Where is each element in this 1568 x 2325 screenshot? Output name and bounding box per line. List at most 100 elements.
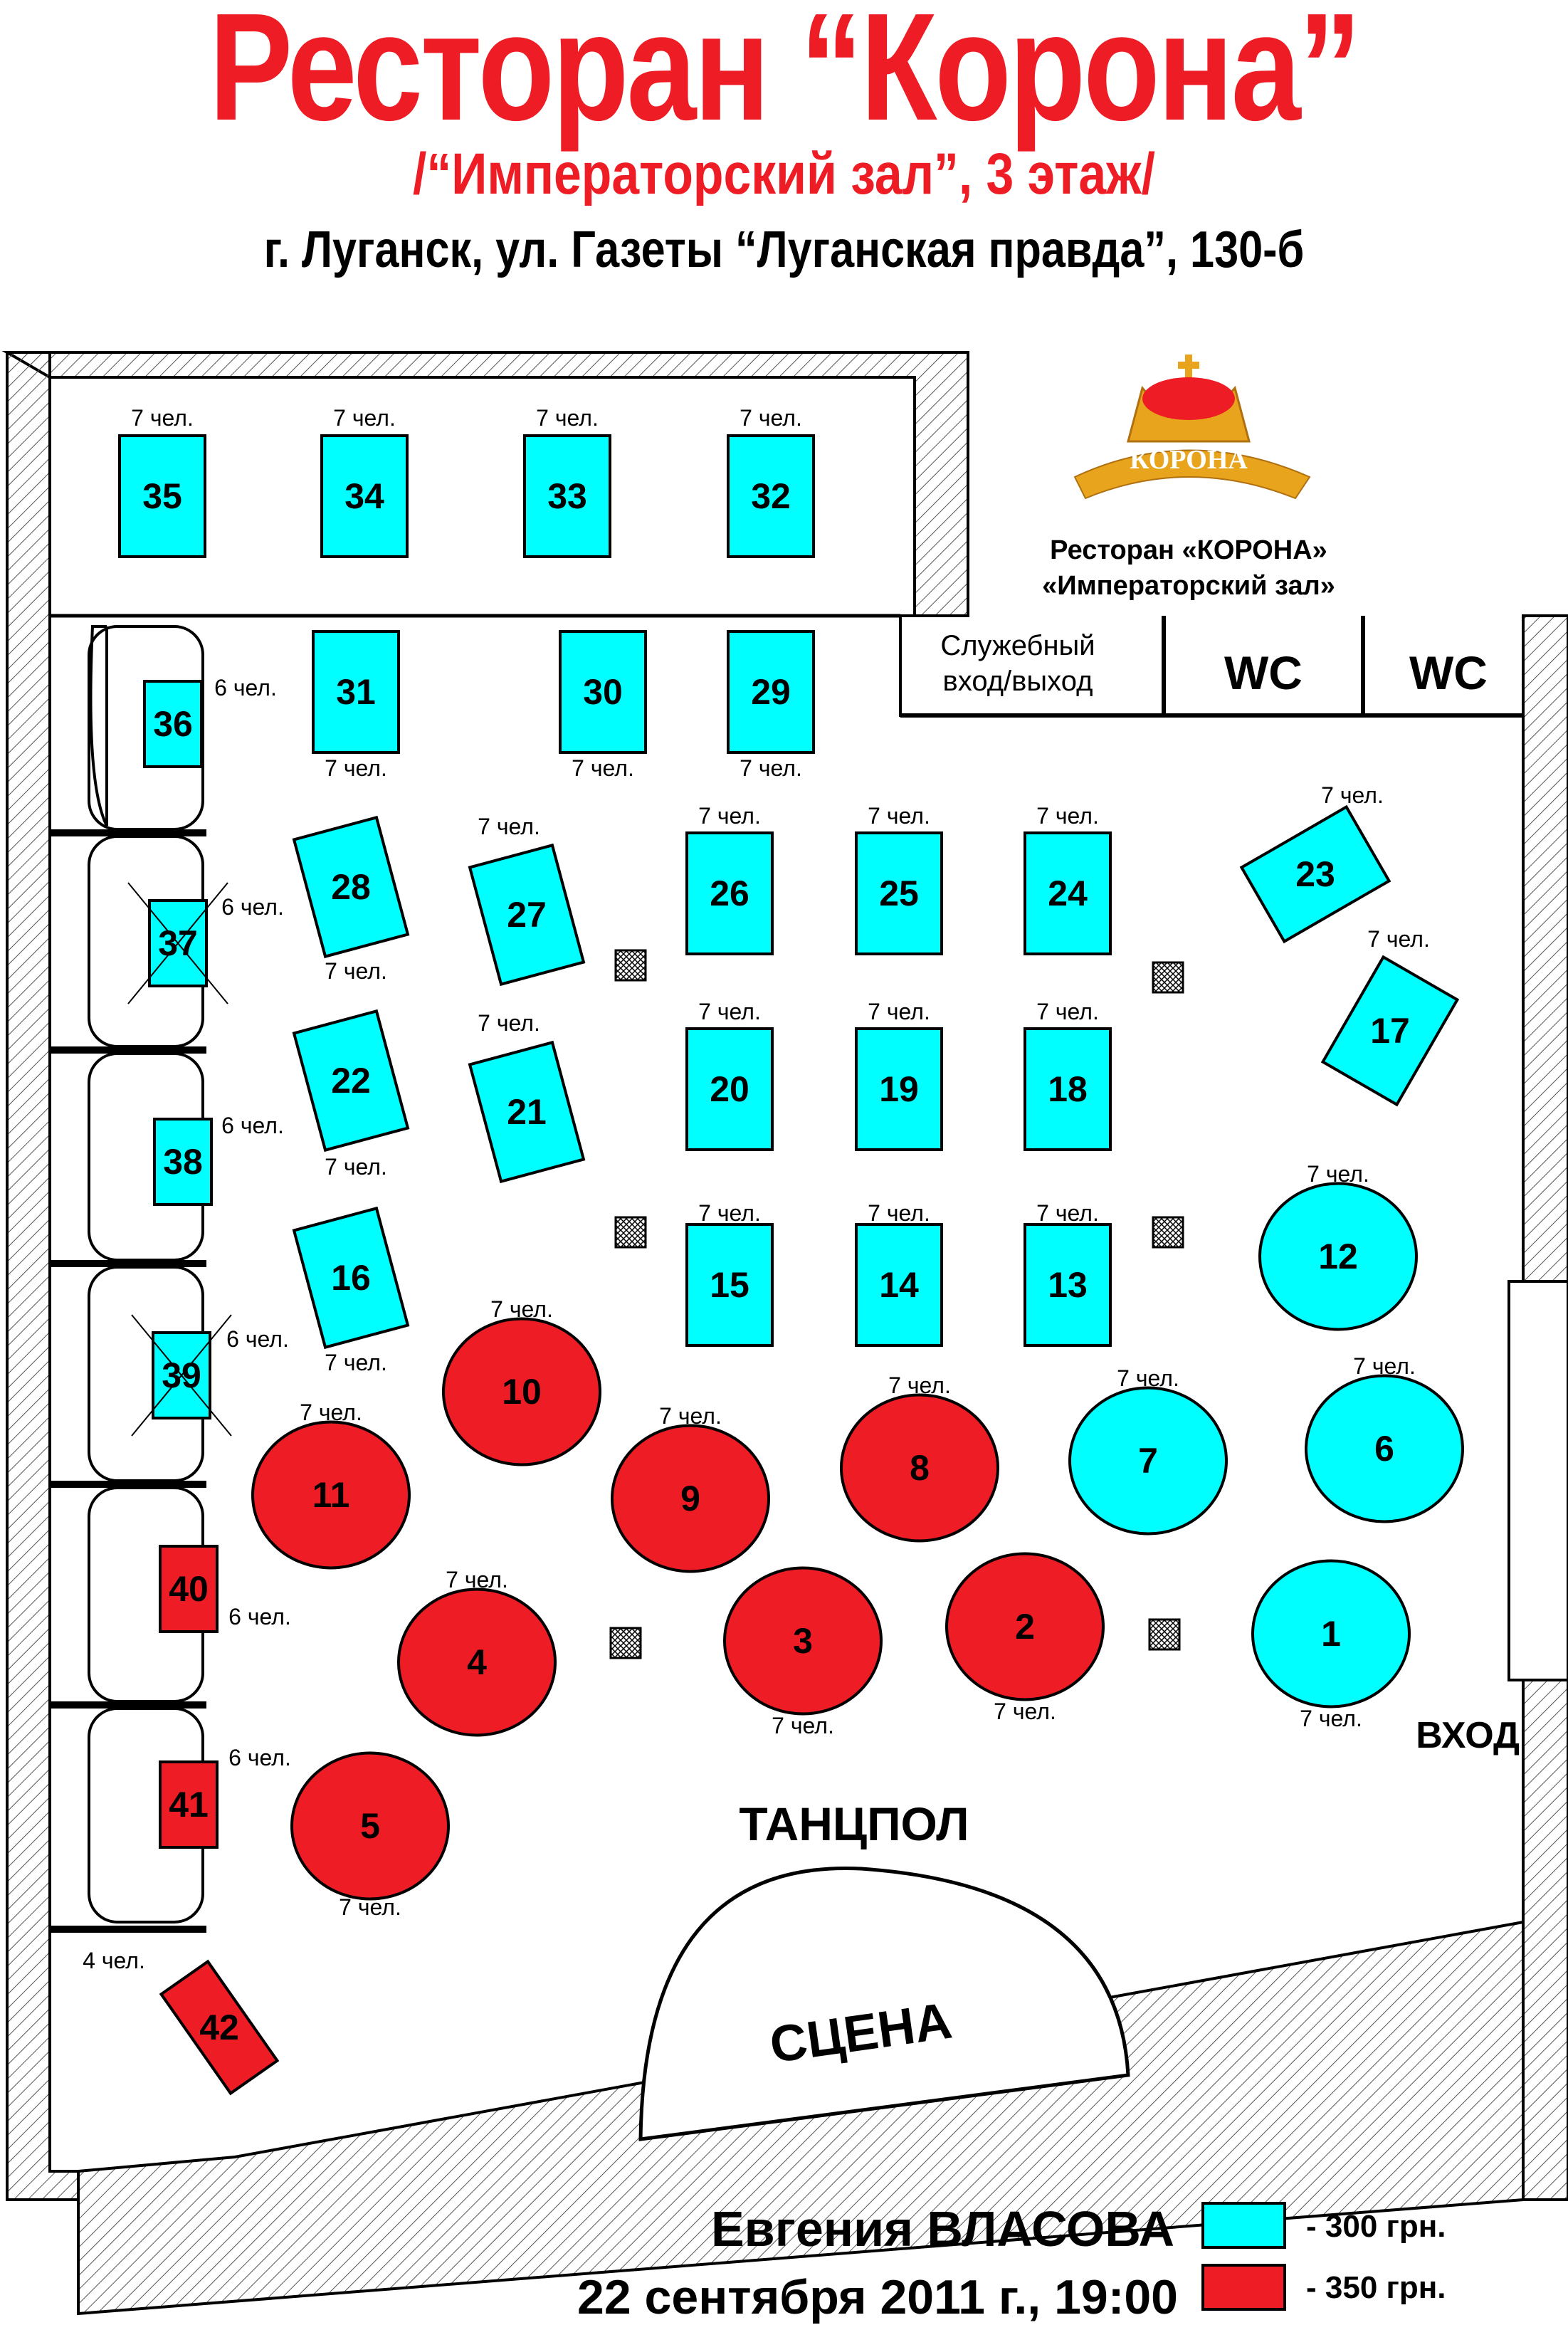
legend-price-red: - 350 грн. bbox=[1306, 2270, 1446, 2305]
table-36[interactable]: 366 чел. bbox=[143, 675, 277, 768]
table-shape[interactable] bbox=[1024, 1223, 1112, 1347]
table-42[interactable]: 424 чел. bbox=[83, 1948, 280, 2096]
table-shape[interactable] bbox=[855, 831, 943, 955]
table-shape[interactable] bbox=[148, 899, 208, 987]
table-shape[interactable] bbox=[468, 1040, 586, 1184]
table-shape[interactable] bbox=[1024, 831, 1112, 955]
table-6[interactable]: 67 чел. bbox=[1305, 1353, 1464, 1523]
table-10[interactable]: 107 чел. bbox=[442, 1296, 601, 1466]
table-19[interactable]: 197 чел. bbox=[855, 999, 943, 1151]
table-1[interactable]: 17 чел. bbox=[1251, 1559, 1411, 1732]
table-33[interactable]: 337 чел. bbox=[523, 405, 611, 558]
table-capacity: 7 чел. bbox=[698, 999, 761, 1024]
table-shape[interactable] bbox=[685, 1223, 774, 1347]
table-capacity: 6 чел. bbox=[221, 894, 284, 920]
table-29[interactable]: 297 чел. bbox=[727, 630, 815, 781]
table-shape[interactable] bbox=[312, 630, 400, 754]
table-shape[interactable] bbox=[292, 815, 410, 959]
table-shape[interactable] bbox=[1258, 1182, 1418, 1331]
table-37[interactable]: 376 чел. bbox=[127, 882, 284, 1004]
table-capacity: 7 чел. bbox=[1367, 926, 1430, 952]
table-shape[interactable] bbox=[685, 1027, 774, 1151]
table-shape[interactable] bbox=[159, 1959, 280, 2096]
table-40[interactable]: 406 чел. bbox=[159, 1545, 291, 1633]
table-7[interactable]: 77 чел. bbox=[1068, 1365, 1228, 1536]
table-shape[interactable] bbox=[855, 1027, 943, 1151]
table-26[interactable]: 267 чел. bbox=[685, 803, 774, 955]
table-15[interactable]: 157 чел. bbox=[685, 1200, 774, 1347]
table-shape[interactable] bbox=[1251, 1559, 1411, 1709]
table-shape[interactable] bbox=[159, 1545, 219, 1633]
table-4[interactable]: 47 чел. bbox=[397, 1567, 557, 1737]
table-22[interactable]: 227 чел. bbox=[292, 1009, 410, 1180]
table-shape[interactable] bbox=[840, 1393, 999, 1543]
table-shape[interactable] bbox=[292, 1206, 410, 1350]
table-41[interactable]: 416 чел. bbox=[159, 1745, 291, 1849]
table-14[interactable]: 147 чел. bbox=[855, 1200, 943, 1347]
table-shape[interactable] bbox=[290, 1751, 450, 1901]
table-number: 20 bbox=[710, 1069, 749, 1109]
table-number: 24 bbox=[1048, 873, 1088, 913]
table-shape[interactable] bbox=[1068, 1386, 1228, 1536]
table-9[interactable]: 97 чел. bbox=[611, 1403, 770, 1573]
table-shape[interactable] bbox=[1320, 955, 1460, 1107]
table-shape[interactable] bbox=[468, 843, 586, 987]
table-shape[interactable] bbox=[523, 434, 611, 558]
table-shape[interactable] bbox=[727, 434, 815, 558]
table-shape[interactable] bbox=[251, 1420, 411, 1570]
logo-caption-1: Ресторан «КОРОНА» bbox=[1050, 535, 1327, 565]
table-shape[interactable] bbox=[397, 1587, 557, 1737]
table-shape[interactable] bbox=[727, 630, 815, 754]
table-shape[interactable] bbox=[723, 1566, 883, 1716]
table-25[interactable]: 257 чел. bbox=[855, 803, 943, 955]
table-35[interactable]: 357 чел. bbox=[118, 405, 206, 558]
table-20[interactable]: 20 7 чел. bbox=[685, 999, 774, 1151]
table-shape[interactable] bbox=[159, 1760, 219, 1849]
table-32[interactable]: 327 чел. bbox=[727, 405, 815, 558]
table-3[interactable]: 37 чел. bbox=[723, 1566, 883, 1739]
table-shape[interactable] bbox=[945, 1552, 1105, 1701]
table-13[interactable]: 137 чел. bbox=[1024, 1200, 1112, 1347]
table-11[interactable]: 117 чел. bbox=[251, 1400, 411, 1570]
table-shape[interactable] bbox=[685, 831, 774, 955]
table-38[interactable]: 386 чел. bbox=[153, 1113, 284, 1206]
table-34[interactable]: 347 чел. bbox=[320, 405, 409, 558]
table-shape[interactable] bbox=[611, 1424, 770, 1573]
table-shape[interactable] bbox=[1239, 804, 1391, 944]
table-8[interactable]: 87 чел. bbox=[840, 1373, 999, 1543]
table-capacity: 7 чел. bbox=[1321, 782, 1384, 808]
table-24[interactable]: 247 чел. bbox=[1024, 803, 1112, 955]
table-shape[interactable] bbox=[292, 1009, 410, 1153]
table-number: 21 bbox=[507, 1092, 547, 1132]
table-number: 4 bbox=[467, 1642, 487, 1682]
table-shape[interactable] bbox=[153, 1118, 213, 1206]
table-shape[interactable] bbox=[442, 1317, 601, 1466]
table-23[interactable]: 237 чел. bbox=[1239, 782, 1391, 944]
table-18[interactable]: 187 чел. bbox=[1024, 999, 1112, 1151]
table-31[interactable]: 317 чел. bbox=[312, 630, 400, 781]
table-21[interactable]: 21 7 чел. bbox=[468, 1010, 586, 1184]
table-shape[interactable] bbox=[1305, 1374, 1464, 1523]
legend: - 300 грн. - 350 грн. Евгения ВЛАСОВА 22… bbox=[577, 2201, 1446, 2324]
table-16[interactable]: 167 чел. bbox=[292, 1206, 410, 1375]
table-capacity: 7 чел. bbox=[478, 1010, 540, 1036]
table-shape[interactable] bbox=[118, 434, 206, 558]
table-shape[interactable] bbox=[320, 434, 409, 558]
table-shape[interactable] bbox=[559, 630, 647, 754]
table-5[interactable]: 57 чел. bbox=[290, 1751, 450, 1921]
table-number: 11 bbox=[312, 1475, 350, 1515]
table-2[interactable]: 27 чел. bbox=[945, 1552, 1105, 1725]
wc-label-1: WC bbox=[1224, 646, 1303, 699]
table-12[interactable]: 127 чел. bbox=[1258, 1161, 1418, 1331]
table-17[interactable]: 177 чел. bbox=[1320, 926, 1460, 1107]
table-39[interactable]: 396 чел. bbox=[131, 1314, 289, 1437]
table-28[interactable]: 287 чел. bbox=[292, 815, 410, 984]
table-27[interactable]: 277 чел. bbox=[468, 814, 586, 987]
table-capacity: 7 чел. bbox=[868, 1200, 930, 1226]
legend-swatch-red bbox=[1201, 2264, 1286, 2311]
table-shape[interactable] bbox=[855, 1223, 943, 1347]
table-shape[interactable] bbox=[1024, 1027, 1112, 1151]
page-subtitle: /“Императорский зал”, 3 этаж/ bbox=[413, 142, 1155, 206]
table-30[interactable]: 307 чел. bbox=[559, 630, 647, 781]
table-shape[interactable] bbox=[143, 680, 203, 768]
